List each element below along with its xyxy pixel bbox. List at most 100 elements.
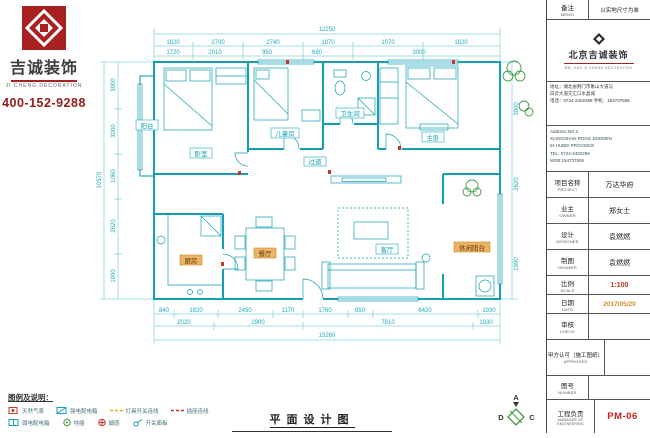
svg-text:休闲阳台: 休闲阳台 [459,243,485,252]
titleblock-company-name-en: BEI JING JI CHENG DECORATION [564,65,633,70]
legend: 图例及说明： 天然气表 强电配电箱 灯具开关连线 插座连线 弱电配电箱 地插 [8,392,338,427]
address-cn-line1: 地址：湖北省荆门市象山大道与 [550,84,613,89]
check-row: 审核 CHECK [547,314,650,340]
compass-letter-a: A [513,393,519,402]
number-value [589,376,650,399]
svg-text:1170: 1170 [282,308,296,314]
date-value: 2017/05/20 [603,300,636,308]
jicheng-logo-icon [20,4,68,52]
brand-panel: 吉诚装饰 JI CHENG DECORATION 400-152-9288 [0,0,88,110]
svg-text:2450: 2450 [238,308,252,314]
svg-text:1990: 1990 [111,269,117,283]
svg-text:主卧: 主卧 [427,133,441,142]
floor-socket-icon [62,418,71,427]
floor-plan-drawing: 12250 1820 2700 2740 1870 1070 1820 1720… [97,27,534,344]
svg-text:客厅: 客厅 [381,245,395,254]
gas-meter-icon [8,407,18,414]
scale-row: 比例 SCALE 1:100 [547,276,650,295]
check-value [589,314,650,339]
svg-text:1720: 1720 [166,50,180,56]
socket-wire-icon [170,409,185,412]
svg-text:卧室: 卧室 [195,149,209,158]
compass-letter-c: C [529,413,535,422]
date-row: 日期 DATE 2017/05/20 [547,295,650,314]
svg-text:950: 950 [355,308,366,314]
svg-text:厨房: 厨房 [185,256,198,265]
room-label-hallway: 过道 [303,156,327,167]
svg-text:阳台: 阳台 [141,121,154,130]
titleblock-company-name: 北京吉诚装饰 [568,49,629,60]
dimension-layer: 12250 1820 2700 2740 1870 1070 1820 1720… [97,27,520,344]
legend-title: 图例及说明： [8,393,53,402]
light-wire-icon [109,409,124,412]
company-name: 吉诚装饰 [9,60,78,77]
designer-value: 袁燃燃 [609,233,630,241]
room-label-leisure-balcony: 休闲阳台 [453,241,491,253]
drawer-row: 制图 DRAWER 袁燃燃 [547,250,650,276]
svg-text:2900: 2900 [251,320,265,326]
svg-text:3000: 3000 [514,102,520,116]
address-en-row: Address:NO.2 XIANGSHAN ROAD JINGMEN IN H… [547,126,650,172]
weak-box-icon [8,419,19,426]
smoke-detector-icon [97,418,106,427]
switch-icon [133,419,142,427]
legend-item: 灯具开关连线 [109,406,159,415]
owner-row: 业主 OWNER 郑女士 [547,198,650,224]
compass-arrow-icon [513,402,519,407]
room-label-bathroom: 卫生间 [335,107,365,119]
compass-diamond-icon [507,408,525,426]
svg-text:2020: 2020 [177,320,191,326]
dim-left-total: 10570 [97,171,103,188]
svg-text:840: 840 [159,308,170,314]
compass-letter-d: D [498,413,504,422]
svg-text:2010: 2010 [208,50,222,56]
svg-text:3000: 3000 [111,124,117,138]
service-phone: 400-152-9288 [2,95,86,110]
company-name-en: JI CHENG DECORATION [5,82,83,89]
legend-item: 插座连线 [170,406,209,415]
dim-bottom-total: 15260 [319,333,336,339]
svg-text:1070: 1070 [381,40,395,46]
address-cn-line2: 白云大道交汇口水晶城 [550,90,595,96]
svg-text:2740: 2740 [266,40,280,46]
svg-text:儿童房: 儿童房 [275,129,295,138]
svg-text:3000: 3000 [412,50,426,56]
room-label-balcony: 阳台 [135,119,159,131]
address-en-line1: Address:NO.2 [550,129,579,134]
svg-text:6420: 6420 [418,308,432,314]
svg-text:2620: 2620 [111,219,117,233]
svg-text:1820: 1820 [454,40,468,46]
svg-text:1060: 1060 [111,169,117,183]
address-cn-row: 地址：湖北省荆门市象山大道与 白云大道交汇口水晶城 电话：0724-240229… [547,82,650,126]
address-cn-line3: 电话：0724-2402298 手机：154737506 [550,97,630,103]
titleblock-diamond-icon [592,32,605,45]
legend-item: 开关面板 [132,418,168,427]
legend-item: 天然气表 [8,406,44,415]
svg-text:餐厅: 餐厅 [259,249,273,258]
svg-text:2620: 2620 [514,177,520,191]
furniture-layer [156,60,534,297]
memo-row: 备注 MEMO 以实地尺寸为准 [547,0,650,20]
room-label-living-room: 客厅 [375,243,399,255]
memo-label-en: MEMO [560,12,575,17]
room-label-bedroom: 卧室 [189,147,213,159]
drawer-value: 袁燃燃 [609,259,630,267]
approved-value [605,340,650,375]
svg-text:690: 690 [312,50,323,56]
manager-row: 工程负责 MANAGER OF ENGINEERING PM-06 [547,400,650,433]
legend-item: 强电配电箱 [56,406,98,415]
number-row: 图号 NUMBER [547,376,650,400]
power-box-icon [56,407,67,414]
sheet-title: 平面设计图 [232,410,392,432]
address-en-line3: IN HUBEI PROVINCE [550,143,595,149]
legend-item: 地插 [62,418,85,427]
memo-label-cn: 备注 [561,5,574,12]
svg-text:1760: 1760 [318,308,332,314]
svg-text:1930: 1930 [479,320,493,326]
room-label-kitchen: 厨房 [179,254,203,266]
approved-row: 甲方认可（施工图纸） APPROVED [547,340,650,376]
svg-text:1990: 1990 [514,257,520,271]
memo-value: 以实地尺寸为准 [600,7,639,14]
room-label-master-bedroom: 主卧 [421,131,445,143]
svg-text:2700: 2700 [211,40,225,46]
